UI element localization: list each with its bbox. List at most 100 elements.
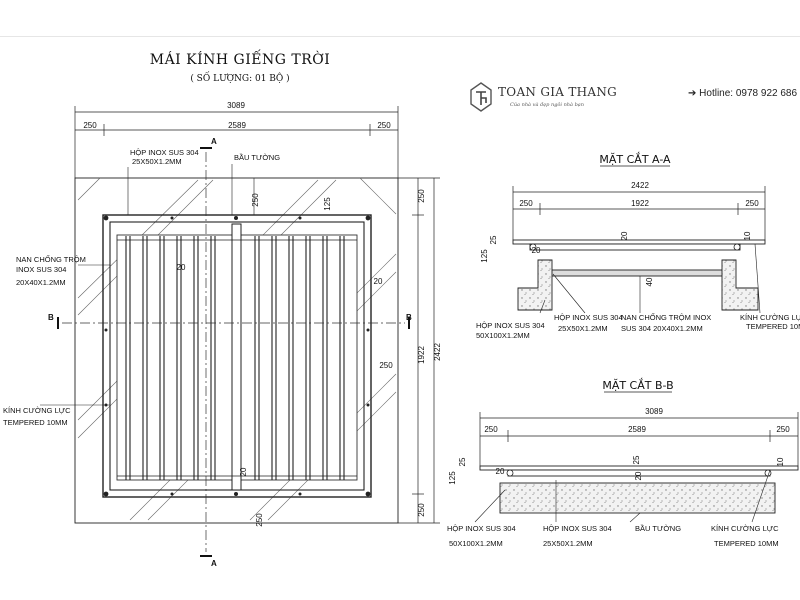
hotline[interactable]: ➔ Hotline: 0978 922 686 [688, 88, 797, 99]
plan-label-nan-3: 20X40X1.2MM [16, 278, 66, 287]
plan-dim-total: 3089 [227, 101, 245, 110]
aa-dim-middle: 1922 [631, 199, 649, 208]
bb-dim-total: 3089 [645, 407, 663, 416]
bb-bolt-left [506, 469, 514, 477]
aa-wall-left [517, 259, 553, 311]
hotline-text: Hotline: 0978 922 686 [699, 88, 798, 99]
aa-label-hop1-2: 50X100X1.2MM [476, 331, 530, 340]
plan-dim-250-top: 250 [251, 193, 260, 207]
bb-label-kinh-1: KÍNH CƯỜNG LỰC [711, 524, 779, 533]
plan-dim-right-chain [398, 177, 440, 524]
aa-wall-right [721, 259, 759, 311]
aa-dim-right: 250 [745, 199, 759, 208]
plan-dim-side-250-bottom: 250 [417, 503, 426, 517]
bb-leaders [474, 469, 771, 523]
bb-dim-20a: 20 [496, 467, 505, 476]
plan-label-hop-1: HỘP INOX SUS 304 [130, 148, 199, 157]
plan-dim-left: 250 [83, 121, 97, 130]
aa-dim-25: 25 [489, 235, 498, 244]
plan-dim-right: 250 [377, 121, 391, 130]
drawing-title: MÁI KÍNH GIẾNG TRỜI [149, 52, 331, 68]
plan-label-kinh-2: TEMPERED 10MM [3, 418, 68, 427]
aa-dim-left: 250 [519, 199, 533, 208]
aa-dim-40: 40 [645, 277, 654, 286]
plan-dim-side-2422: 2422 [433, 343, 442, 361]
plan-dim-20-bottom: 20 [239, 467, 248, 476]
aa-label-hop2-1: HỘP INOX SUS 304 [554, 313, 623, 322]
brand-block: TOAN GIA THANG Của nhà và đẹp ngôi nhà b… [470, 80, 630, 120]
top-divider [0, 36, 800, 37]
plan-view: 3089 250 2589 250 [3, 101, 442, 568]
section-aa-dims [512, 186, 766, 240]
marker-b-left: B [48, 313, 54, 322]
aa-leaders [539, 243, 761, 314]
plan-dim-side-250-top: 250 [417, 189, 426, 203]
marker-a-top: A [211, 137, 217, 146]
bb-dim-left: 250 [484, 425, 498, 434]
bb-dim-25: 25 [458, 457, 467, 466]
bb-label-hop2-1: HỘP INOX SUS 304 [543, 524, 612, 533]
plan-outer-wall [74, 177, 399, 524]
plan-label-nan-1: NAN CHỐNG TRỘM [16, 254, 86, 264]
bb-label-kinh-2: TEMPERED 10MM [714, 539, 779, 548]
center-mullion [231, 223, 242, 491]
bb-label-bau: BẦU TƯỜNG [635, 523, 681, 533]
section-bb-dims [479, 412, 799, 466]
aa-frame-top [529, 243, 741, 251]
aa-security-bar [549, 269, 726, 277]
bb-dim-right: 250 [776, 425, 790, 434]
plan-label-bau-tuong: BẦU TƯỜNG [234, 152, 280, 162]
tg-logo-icon [470, 82, 492, 112]
section-markers [57, 147, 410, 557]
section-aa-title: MẶT CẮT A-A [599, 152, 671, 166]
bb-dim-125: 125 [448, 471, 457, 485]
aa-dim-20b: 20 [620, 231, 629, 240]
plan-dim-20-mid: 20 [177, 263, 186, 272]
brand-slogan: Của nhà và đẹp ngôi nhà bạn [510, 102, 585, 108]
aa-bolt-right [733, 243, 741, 251]
aa-dim-10: 10 [743, 231, 752, 240]
bb-dim-10: 10 [776, 457, 785, 466]
arrow-right-icon: ➔ [688, 88, 697, 99]
plan-dim-250-right: 250 [379, 361, 393, 370]
plan-label-nan-2: INOX SUS 304 [16, 265, 66, 274]
aa-label-hop2-2: 25X50X1.2MM [558, 324, 608, 333]
bb-label-hop2-2: 25X50X1.2MM [543, 539, 593, 548]
section-bb: MẶT CẮT B-B 3089 250 2589 250 125 25 20 … [447, 378, 799, 548]
bb-dim-20b: 20 [634, 471, 643, 480]
aa-dim-20a: 20 [532, 246, 541, 255]
aa-bolt-left [529, 243, 537, 251]
aa-label-kinh-2: TEMPERED 10MM [746, 322, 800, 331]
bb-label-hop1-1: HỘP INOX SUS 304 [447, 524, 516, 533]
marker-b-right: B [406, 313, 412, 322]
plan-label-kinh-1: KÍNH CƯỜNG LỰC [3, 406, 71, 415]
bb-dim-middle: 2589 [628, 425, 646, 434]
plan-leaders [40, 164, 233, 406]
plan-label-hop-2: 25X50X1.2MM [132, 157, 182, 166]
security-bars [125, 236, 345, 480]
aa-label-kinh-1: KÍNH CƯỜNG LỰC [740, 313, 800, 322]
aa-glass [512, 239, 766, 245]
plan-dim-125: 125 [323, 197, 332, 211]
brand-name: TOAN GIA THANG [498, 85, 618, 99]
bb-glass [479, 465, 799, 471]
plan-dim-250-bottom: 250 [255, 513, 264, 527]
aa-dim-125: 125 [480, 249, 489, 263]
plan-dim-side-1922: 1922 [417, 346, 426, 364]
plan-dim-middle: 2589 [228, 121, 246, 130]
bb-label-hop1-2: 50X100X1.2MM [449, 539, 503, 548]
bb-dim-25b: 25 [632, 455, 641, 464]
aa-label-nan-1: NAN CHỐNG TRỘM INOX [621, 312, 711, 322]
bb-wall-beam [499, 482, 776, 514]
drawing-subtitle: ( SỐ LƯỢNG: 01 BỘ ) [190, 74, 290, 84]
aa-label-hop1-1: HỘP INOX SUS 304 [476, 321, 545, 330]
section-aa: MẶT CẮT A-A 2422 250 1922 250 125 25 20 … [476, 152, 800, 340]
section-bb-title: MẶT CẮT B-B [602, 378, 673, 392]
plan-dim-top [74, 106, 399, 178]
aa-dim-total: 2422 [631, 181, 649, 190]
frame-bolts [103, 215, 371, 497]
plan-frame-outer [102, 214, 372, 498]
marker-a-bottom: A [211, 559, 217, 568]
plan-dim-20-right: 20 [374, 277, 383, 286]
